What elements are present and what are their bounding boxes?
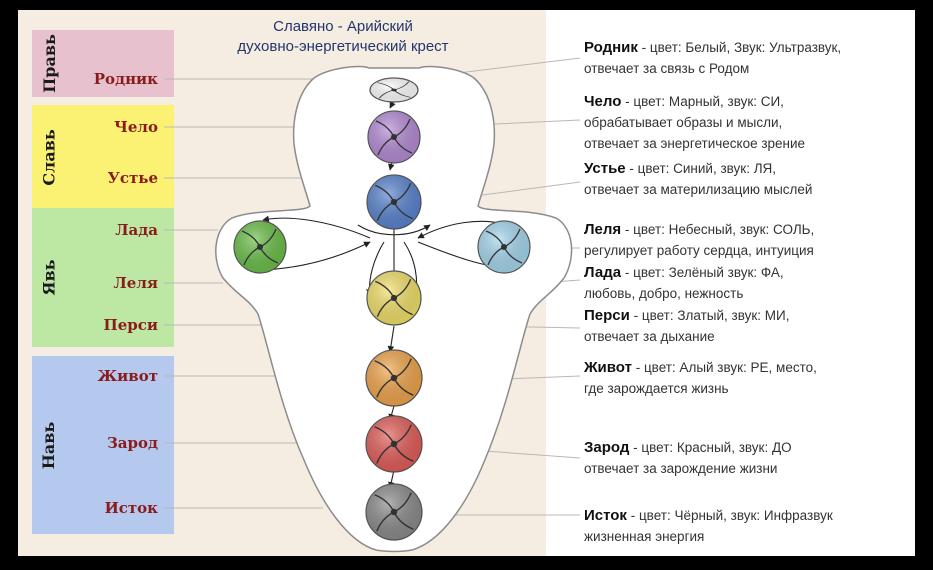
desc-line-2: обрабатывает образы и мысли, xyxy=(584,115,783,130)
desc-rodnik: Родник - цвет: Белый, Звук: Ультразвук, … xyxy=(584,37,909,79)
chakra-zarod xyxy=(365,415,423,473)
desc-line-1: цвет: Зелёный звук: ФА, xyxy=(633,265,784,280)
band-slav: Славь xyxy=(32,105,174,210)
desc-line-3: отвечает за энергетическое зрение xyxy=(584,136,806,151)
chakra-rodnik xyxy=(369,77,419,103)
label-persi: Перси xyxy=(103,316,158,334)
desc-sep: - xyxy=(629,440,642,455)
desc-line-2: отвечает за материлизацию мыслей xyxy=(584,182,813,197)
desc-zhivot: Живот - цвет: Алый звук: РЕ, место, где … xyxy=(584,357,909,399)
desc-line-2: отвечает за зарождение жизни xyxy=(584,461,778,476)
chakra-zhivot xyxy=(365,349,423,407)
desc-name: Исток xyxy=(584,507,627,524)
desc-line-1: цвет: Небесный, звук: СОЛЬ, xyxy=(633,222,815,237)
desc-line-2: любовь, добро, нежность xyxy=(584,286,744,301)
frame: Славяно - Арийский духовно-энергетически… xyxy=(18,10,915,556)
label-lelya: Леля xyxy=(113,274,158,292)
desc-sep: - xyxy=(637,40,650,55)
desc-zarod: Зарод - цвет: Красный, звук: ДО отвечает… xyxy=(584,437,909,479)
band-prav: Правь xyxy=(32,30,174,97)
desc-chelo: Чело - цвет: Марный, звук: СИ, обрабатыв… xyxy=(584,91,909,154)
desc-sep: - xyxy=(621,265,634,280)
desc-name: Леля xyxy=(584,221,622,238)
desc-name: Зарод xyxy=(584,439,630,456)
desc-sep: - xyxy=(629,308,642,323)
label-lada: Лада xyxy=(115,221,158,239)
chakra-ustye xyxy=(366,174,422,230)
chakra-lelya xyxy=(477,220,531,274)
desc-name: Устье xyxy=(584,160,626,177)
title-line-1: Славяно - Арийский xyxy=(273,18,413,35)
desc-sep: - xyxy=(631,360,644,375)
label-chelo: Чело xyxy=(114,118,158,136)
desc-line-2: жизненная энергия xyxy=(584,529,705,544)
label-istok: Исток xyxy=(104,499,158,517)
band-nav: Навь xyxy=(32,356,174,534)
desc-line-2: где зарождается жизнь xyxy=(584,381,729,396)
desc-line-1: цвет: Алый звук: РЕ, место, xyxy=(643,360,817,375)
desc-ustye: Устье - цвет: Синий, звук: ЛЯ, отвечает … xyxy=(584,158,909,200)
label-zarod: Зарод xyxy=(106,434,158,452)
chakra-layer xyxy=(233,77,531,541)
chakra-persi xyxy=(366,270,422,326)
chakra-istok xyxy=(365,483,423,541)
title-line-2: духовно-энергетический крест xyxy=(237,38,449,55)
desc-sep: - xyxy=(626,508,639,523)
desc-lada: Лада - цвет: Зелёный звук: ФА, любовь, д… xyxy=(584,262,909,304)
desc-name: Лада xyxy=(584,264,622,281)
desc-line-1: цвет: Белый, Звук: Ультразвук, xyxy=(649,40,842,55)
desc-sep: - xyxy=(625,161,638,176)
desc-line-2: отвечает за дыхание xyxy=(584,329,715,344)
desc-line-2: отвечает за связь с Родом xyxy=(584,61,750,76)
desc-line-1: цвет: Марный, звук: СИ, xyxy=(633,94,784,109)
chakra-chelo xyxy=(367,110,421,164)
desc-name: Родник xyxy=(584,39,638,56)
band-yav: Явь xyxy=(32,208,174,347)
desc-line-1: цвет: Синий, звук: ЛЯ, xyxy=(637,161,777,176)
desc-line-1: цвет: Красный, звук: ДО xyxy=(641,440,792,455)
chakra-lada xyxy=(233,220,287,274)
desc-name: Живот xyxy=(584,359,632,376)
desc-lelya: Леля - цвет: Небесный, звук: СОЛЬ, регул… xyxy=(584,219,909,261)
desc-line-1: цвет: Златый, звук: МИ, xyxy=(641,308,790,323)
cross-diagram xyxy=(164,57,581,553)
desc-line-2: регулирует работу сердца, интуиция xyxy=(584,243,814,258)
desc-persi: Перси - цвет: Златый, звук: МИ, отвечает… xyxy=(584,305,909,347)
label-rodnik: Родник xyxy=(93,70,158,88)
label-ustye: Устье xyxy=(107,169,158,187)
desc-line-1: цвет: Чёрный, звук: Инфразвук xyxy=(638,508,833,523)
desc-name: Чело xyxy=(584,93,622,110)
desc-istok: Исток - цвет: Чёрный, звук: Инфразвук жи… xyxy=(584,505,909,547)
desc-name: Перси xyxy=(584,307,630,324)
desc-sep: - xyxy=(621,222,634,237)
desc-sep: - xyxy=(621,94,634,109)
label-zhivot: Живот xyxy=(97,367,158,385)
